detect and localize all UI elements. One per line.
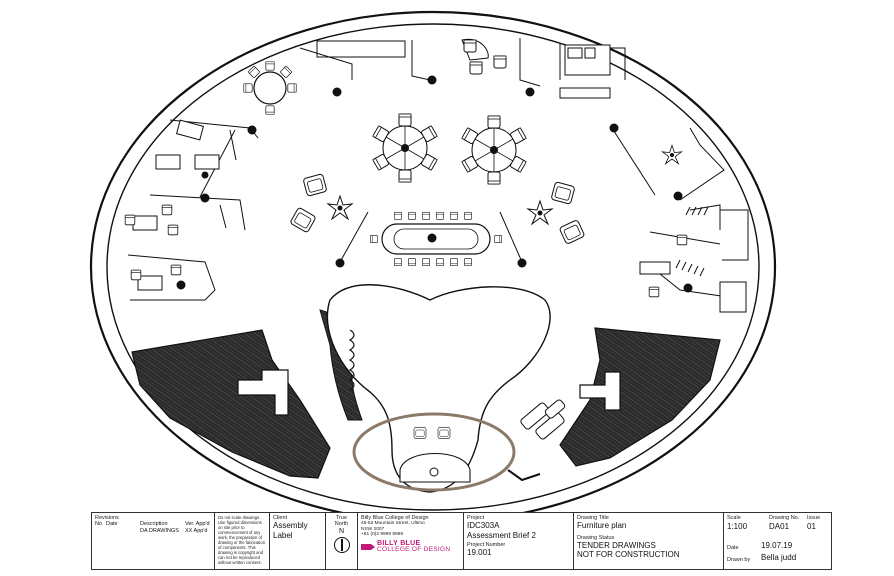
revisions-col-ver: Ver. App'd [185, 521, 210, 528]
date-label: Date [727, 545, 739, 551]
revisions-heading: Revisions [95, 515, 119, 521]
meta-section: Scale 1:100 Drawing No. DA01 Issue 01 Da… [723, 513, 831, 569]
office-chair [161, 204, 173, 216]
desk [155, 154, 181, 170]
right-offices [639, 127, 749, 313]
issue-label: Issue [807, 515, 821, 521]
drawing-no-label: Drawing No. [769, 515, 800, 521]
office-chair [676, 234, 688, 246]
office-chair [463, 39, 477, 53]
revisions-section: Revisions No Date Description Ver. App'd… [92, 513, 214, 569]
revisions-row-description: DA DRAWINGS [140, 528, 179, 535]
plant [662, 144, 682, 165]
hatched-area-left [131, 329, 331, 479]
drawing-section: Drawing Title Furniture plan Drawing Sta… [573, 513, 723, 569]
company-name: Billy Blue College of Design [361, 515, 429, 521]
issue-value: 01 [807, 522, 816, 531]
revisions-row-ver: XX App'd [185, 528, 208, 535]
pencil-logo-icon [361, 543, 375, 550]
lounge-armchair [289, 206, 317, 234]
office-chair [124, 214, 136, 226]
desk [132, 215, 158, 231]
company-address1: 46-52 Mountain Street, Ultimo [361, 521, 425, 527]
reception-highlight-ring [352, 412, 516, 492]
project-line1: IDC303A [467, 521, 500, 531]
office-chair [469, 61, 483, 75]
lounge-armchair [558, 219, 586, 245]
title-block: Revisions No Date Description Ver. App'd… [91, 512, 832, 570]
company-section: Billy Blue College of Design 46-52 Mount… [357, 513, 463, 569]
true-north-section: True North N [325, 513, 357, 569]
wall-block-right [579, 371, 621, 411]
revisions-col-date: Date [106, 521, 118, 528]
company-phone: +61 (0)2 9999 9999 [361, 532, 404, 538]
lounge-sofa-right [520, 399, 566, 440]
disclaimer-text: Do not scale drawings. Use figured dimen… [218, 515, 266, 566]
hatched-area-right [559, 327, 721, 467]
scale-value: 1:100 [727, 522, 748, 531]
drawn-by-label: Drawn by [727, 557, 751, 563]
project-number-label: Project Number [467, 541, 506, 548]
left-offices [127, 119, 259, 301]
office-chair [493, 55, 507, 69]
drawing-status-label: Drawing Status [577, 534, 615, 541]
outer-wall-inner [106, 23, 760, 511]
logo-line1: BILLY BLUE [377, 539, 421, 547]
revisions-col-description: Description [140, 521, 168, 528]
client-section: Client Assembly Label [269, 513, 325, 569]
office-chair [648, 286, 660, 298]
wall-block-left [237, 369, 289, 416]
office-chair [170, 264, 182, 276]
meeting-pod-left [373, 114, 437, 182]
central-core-wall [326, 284, 551, 493]
logo-line2: COLLEGE OF DESIGN [377, 545, 451, 553]
project-line2: Assessment Brief 2 [467, 530, 536, 540]
client-label: Client [273, 515, 288, 521]
drawing-title-label: Drawing Title [577, 515, 609, 521]
core-scallop-edge [348, 329, 355, 391]
reception-sofa [399, 427, 471, 483]
top-rooms [299, 38, 626, 99]
project-number: 19.001 [467, 548, 492, 557]
project-section: Project IDC303A Assessment Brief 2 Proje… [463, 513, 573, 569]
furniture-floor-plan [90, 10, 776, 512]
scale-label: Scale [727, 515, 741, 521]
client-line1: Assembly [273, 521, 308, 531]
company-logo: BILLY BLUE COLLEGE OF DESIGN [361, 540, 460, 554]
partition-lines [199, 127, 656, 263]
date-value: 19.07.19 [761, 541, 793, 550]
company-address2: NSW 2007 [361, 526, 385, 532]
structural-columns [176, 75, 693, 293]
plant [527, 200, 553, 225]
drawing-no-value: DA01 [769, 522, 790, 531]
round-table-top-left [243, 61, 297, 115]
plant [327, 195, 353, 220]
north-arrow-icon [333, 536, 350, 553]
drawing-status-line1: TENDER DRAWINGS [577, 540, 656, 550]
revisions-col-no: No [95, 521, 103, 528]
drawn-by-value: Bella judd [761, 553, 797, 562]
client-line2: Label [273, 530, 293, 540]
outer-wall-outer [90, 10, 776, 512]
true-north-label: True North [334, 515, 349, 528]
office-chair [167, 224, 179, 236]
project-label: Project [467, 515, 485, 521]
true-north-symbol: N [338, 527, 345, 535]
lounge-armchair [302, 173, 328, 197]
drawing-status-line2: NOT FOR CONSTRUCTION [577, 550, 680, 559]
office-chair [130, 269, 142, 281]
desk [194, 154, 220, 170]
disclaimer-section: Do not scale drawings. Use figured dimen… [214, 513, 269, 569]
lounge-armchair [550, 181, 576, 205]
drawing-title: Furniture plan [577, 521, 627, 531]
desk [137, 275, 163, 291]
meeting-pod-right [462, 116, 526, 184]
entry-wall [507, 469, 541, 482]
